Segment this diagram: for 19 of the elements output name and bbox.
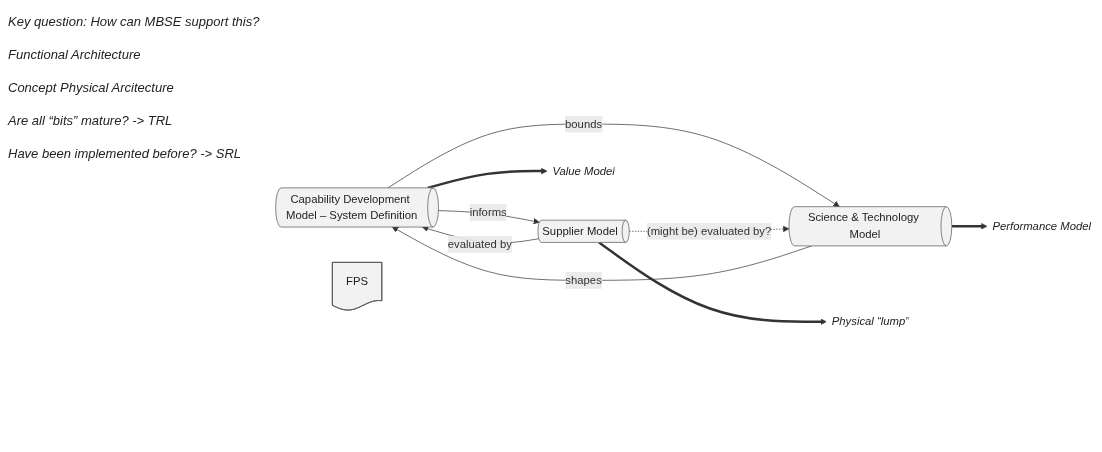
- node-text: Performance Model: [992, 220, 1092, 233]
- arrow: [427, 168, 548, 190]
- note-text: Have been implemented before? -> SRL: [8, 146, 243, 161]
- node-text: Capability Development Model – System Definition: [286, 193, 418, 223]
- edge-label: informs: [469, 206, 507, 219]
- node-text: Physical “lump”: [831, 315, 910, 328]
- note-text: Key question: How can MBSE support this?: [8, 14, 261, 29]
- arrow: [951, 223, 988, 230]
- node-text: Value Model: [552, 165, 615, 178]
- edge-label: (might be) evaluated by?: [646, 225, 772, 238]
- note-text: Functional Architecture: [8, 47, 142, 62]
- edge-label: evaluated by: [447, 238, 512, 251]
- node-text: Supplier Model: [542, 225, 618, 238]
- edge-label: bounds: [565, 118, 603, 131]
- note-text: Are all “bits” mature? -> TRL: [8, 113, 174, 128]
- note-text: Concept Physical Arcitecture: [8, 80, 175, 95]
- arrow: [598, 241, 827, 326]
- edge-label: shapes: [565, 274, 602, 287]
- node-text: Science & Technology Model: [807, 211, 919, 241]
